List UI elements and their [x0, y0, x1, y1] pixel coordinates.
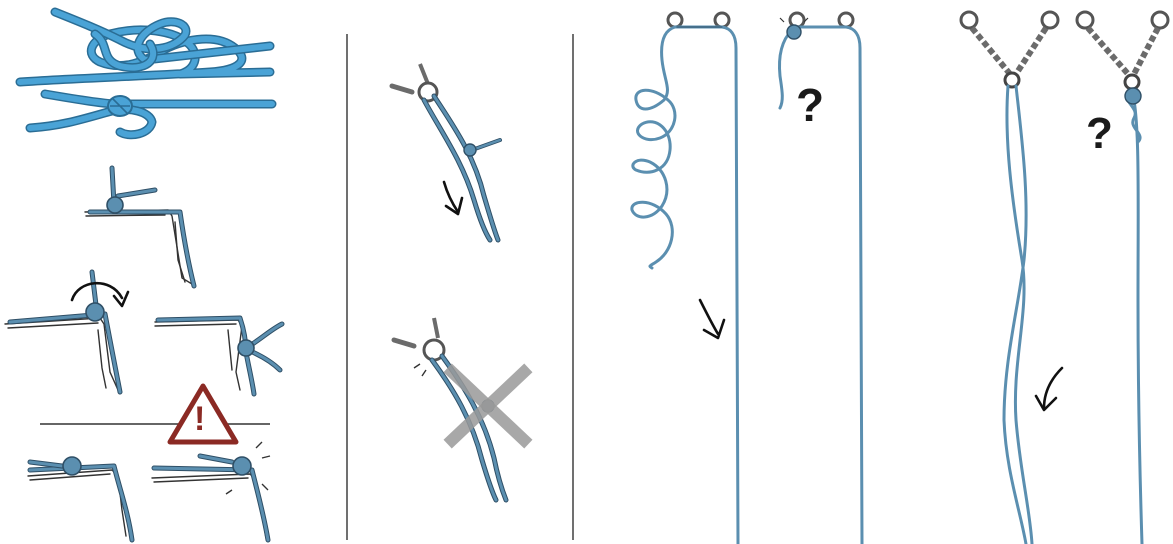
- panel-knot-over-edge: [5, 12, 282, 540]
- question-mark-coiled-rope: ?: [796, 82, 824, 128]
- flat-overhand-bend: [30, 94, 272, 135]
- knot-edge-bottom-left: [28, 457, 132, 540]
- panel-anchor-twist: [392, 64, 524, 500]
- figure-eight-bend: [20, 12, 270, 82]
- knot-edge-bottom-right: [152, 442, 270, 540]
- anchor-knot-ok: [392, 64, 500, 240]
- warning-exclamation-icon: !: [194, 402, 205, 436]
- knot-flipped-edge: [155, 318, 282, 394]
- question-mark-chain-anchor: ?: [1086, 112, 1113, 156]
- rope-coil-pull: [632, 13, 738, 544]
- knot-rolling-edge: [5, 272, 128, 392]
- chain-anchor-twisted-rope: [961, 12, 1062, 544]
- panel-coiled-rope: [632, 13, 862, 544]
- chain-anchor-knotted: [1077, 12, 1168, 544]
- knot-on-edge-top: [85, 168, 194, 286]
- panel-chain-anchor: [961, 12, 1168, 544]
- anchor-knot-bad: [394, 318, 524, 500]
